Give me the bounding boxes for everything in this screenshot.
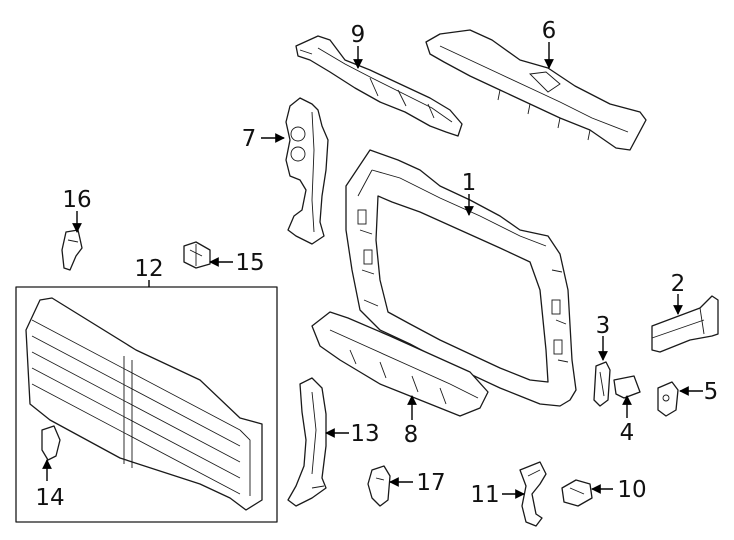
part-10-sensor: [561, 479, 593, 507]
part-8-deflector: [311, 311, 489, 417]
callout-16: 16: [62, 187, 91, 213]
part-3-bracket: [593, 361, 611, 407]
part-14-small-part: [41, 425, 61, 461]
part-15-clip: [183, 241, 211, 269]
callout-13: 13: [350, 421, 379, 447]
callout-17: 17: [416, 470, 445, 496]
callouts: 1 2 3 4 5 6 7 8 9 10 11 12 13 14 15 16 1…: [35, 18, 718, 511]
callout-10: 10: [617, 477, 646, 503]
callout-3: 3: [596, 313, 611, 339]
callout-9: 9: [351, 22, 366, 48]
part-9-upper-tie-bar: [295, 35, 463, 137]
callout-7: 7: [242, 126, 257, 152]
part-2-bracket: [651, 295, 719, 353]
callout-14: 14: [35, 485, 64, 511]
part-17-clip: [367, 465, 391, 507]
leader-lines: [42, 42, 703, 499]
callout-8: 8: [404, 422, 419, 448]
part-4-clip: [613, 375, 641, 399]
part-16-bracket: [61, 229, 83, 271]
callout-1: 1: [462, 170, 477, 196]
part-11-hook: [519, 461, 547, 527]
part-12-shutter-assembly: [15, 286, 278, 523]
part-6-upper-tie-bar: [425, 29, 647, 151]
callout-5: 5: [704, 379, 719, 405]
part-1-radiator-support: [345, 149, 577, 407]
part-7-side-bracket: [285, 97, 329, 245]
part-13-side-bracket: [287, 377, 327, 507]
part-5-bracket: [657, 381, 679, 417]
callout-15: 15: [235, 250, 264, 276]
callout-4: 4: [620, 420, 635, 446]
callout-11: 11: [470, 482, 499, 508]
callout-2: 2: [671, 271, 686, 297]
callout-12: 12: [134, 256, 163, 282]
callout-6: 6: [542, 18, 557, 44]
